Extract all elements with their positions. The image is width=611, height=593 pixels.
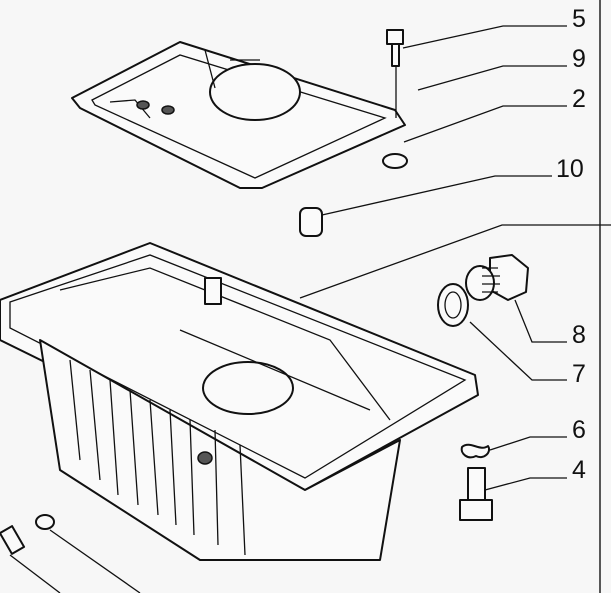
plug-10 xyxy=(299,207,323,237)
washer-2 xyxy=(382,153,408,169)
bolt-5 xyxy=(386,29,404,67)
bottom-parts xyxy=(0,514,55,555)
callout-8: 8 xyxy=(572,321,586,349)
callout-5: 5 xyxy=(572,5,586,33)
oil-pan xyxy=(0,242,479,561)
clip-6 xyxy=(460,443,490,459)
leader-lines xyxy=(9,25,611,593)
callout-10: 10 xyxy=(556,155,584,183)
callout-2: 2 xyxy=(572,85,586,113)
baffle-plate xyxy=(71,41,406,189)
callout-7: 7 xyxy=(572,360,586,388)
bolt-4 xyxy=(459,467,493,521)
seal-7 xyxy=(437,283,469,327)
drain-plug-8 xyxy=(465,254,529,301)
callout-9: 9 xyxy=(572,45,586,73)
callout-6: 6 xyxy=(572,416,586,444)
callout-4: 4 xyxy=(572,456,586,484)
